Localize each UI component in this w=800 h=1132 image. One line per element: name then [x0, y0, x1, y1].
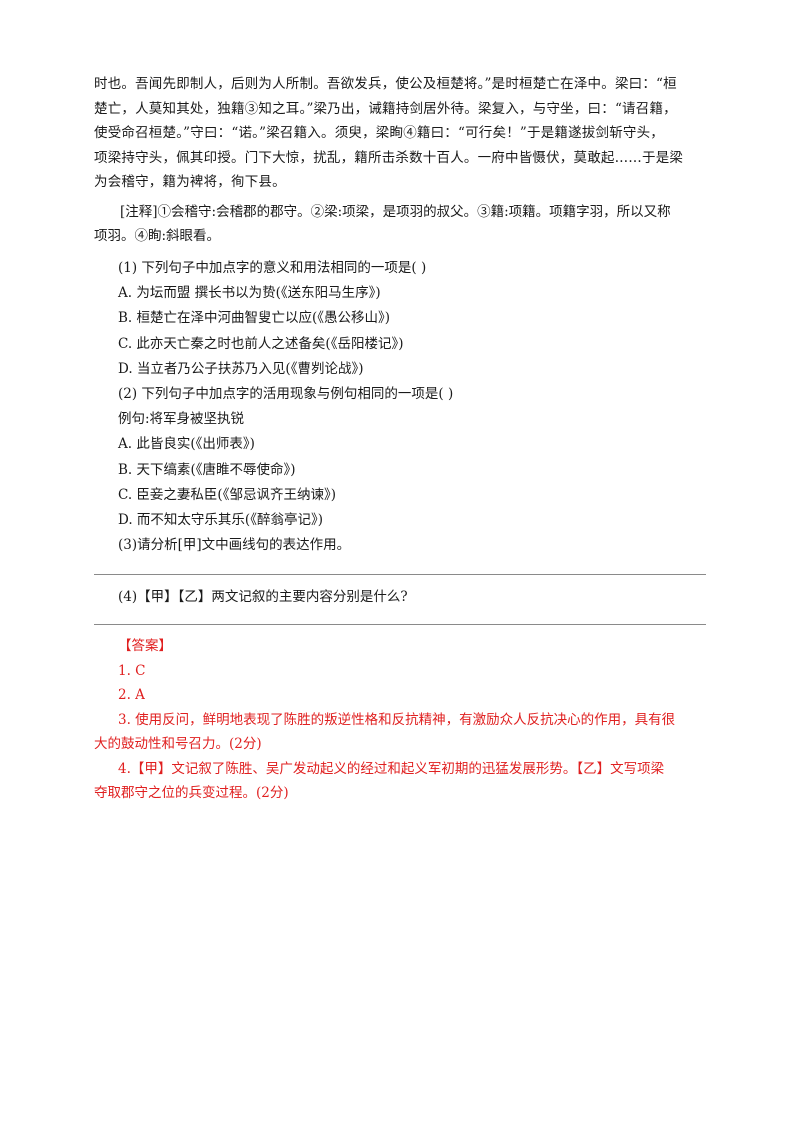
answer-section: 【答案】 1. C 2. A 3. 使用反问，鲜明地表现了陈胜的叛逆性格和反抗精… — [94, 634, 708, 806]
q1-option-a: A. 为坛而盟 撰长书以为贽(《送东阳马生序》) — [118, 285, 381, 302]
q2-option-d: D. 而不知太守乐其乐(《醉翁亭记》) — [118, 512, 323, 529]
question-list: (1) 下列句子中加点字的意义和用法相同的一项是( ) A. 为坛而盟 撰长书以… — [118, 256, 708, 558]
answer-line-q3 — [94, 574, 706, 575]
answer-2: 2. A — [118, 687, 145, 703]
q2-option-b: B. 天下缟素(《唐睢不辱使命》) — [118, 461, 296, 478]
passage-line: 时也。吾闻先即制人，后则为人所制。吾欲发兵，使公及桓楚将。”是时桓楚亡在泽中。梁… — [94, 76, 677, 92]
q2-example: 例句:将军身被坚执锐 — [118, 411, 245, 428]
question-3: (3)请分析[甲]文中画线句的表达作用。 — [118, 537, 351, 554]
annotation-notes: [注释]①会稽守:会稽郡的郡守。②梁:项梁，是项羽的叔父。③籍:项籍。项籍字羽，… — [94, 200, 706, 248]
passage-text: 时也。吾闻先即制人，后则为人所制。吾欲发兵，使公及桓楚将。”是时桓楚亡在泽中。梁… — [94, 72, 706, 195]
q1-option-b: B. 桓楚亡在泽中河曲智叟亡以应(《愚公移山》) — [118, 310, 391, 327]
passage-line: 项梁持守头，佩其印授。门下大惊，扰乱，籍所击杀数十百人。一府中皆慑伏，莫敢起……… — [94, 149, 684, 166]
q2-option-a: A. 此皆良实(《出师表》) — [118, 436, 255, 453]
question-4: (4)【甲】【乙】两文记叙的主要内容分别是什么? — [118, 589, 408, 605]
note-line-2: 项羽。④眴:斜眼看。 — [94, 228, 221, 244]
answer-3-line-2: 大的鼓动性和号召力。(2分) — [94, 736, 262, 752]
answer-3-line-1: 3. 使用反问，鲜明地表现了陈胜的叛逆性格和反抗精神，有激励众人反抗决心的作用，… — [118, 711, 676, 728]
q1-option-d: D. 当立者乃公子扶苏乃入见(《曹刿论战》) — [118, 360, 364, 377]
q1-option-c: C. 此亦天亡秦之时也前人之述备矣(《岳阳楼记》) — [118, 335, 404, 352]
question-1: (1) 下列句子中加点字的意义和用法相同的一项是( ) — [118, 260, 427, 276]
answer-line-q4 — [94, 624, 706, 625]
answer-header: 【答案】 — [118, 638, 172, 654]
question-2: (2) 下列句子中加点字的活用现象与例句相同的一项是( ) — [118, 386, 454, 403]
answer-4-line-2: 夺取郡守之位的兵变过程。(2分) — [94, 785, 289, 801]
passage-line: 为会稽守，籍为裨将，徇下县。 — [94, 174, 286, 190]
answer-4-line-1: 4.【甲】文记叙了陈胜、吴广发动起义的经过和起义军初期的迅猛发展形势。【乙】文写… — [118, 760, 665, 777]
note-line-1: [注释]①会稽守:会稽郡的郡守。②梁:项梁，是项羽的叔父。③籍:项籍。项籍字羽，… — [120, 204, 671, 220]
passage-line: 楚亡，人莫知其处，独籍③知之耳。”梁乃出，诫籍持剑居外待。梁复入，与守坐，曰：“… — [94, 100, 677, 117]
passage-line: 使受命召桓楚。”守曰：“诺。”梁召籍入。须臾，梁眴④籍曰：“可行矣！”于是籍遂拔… — [94, 125, 665, 141]
answer-1: 1. C — [118, 662, 146, 679]
q2-option-c: C. 臣妾之妻私臣(《邹忌讽齐王纳谏》) — [118, 486, 336, 503]
